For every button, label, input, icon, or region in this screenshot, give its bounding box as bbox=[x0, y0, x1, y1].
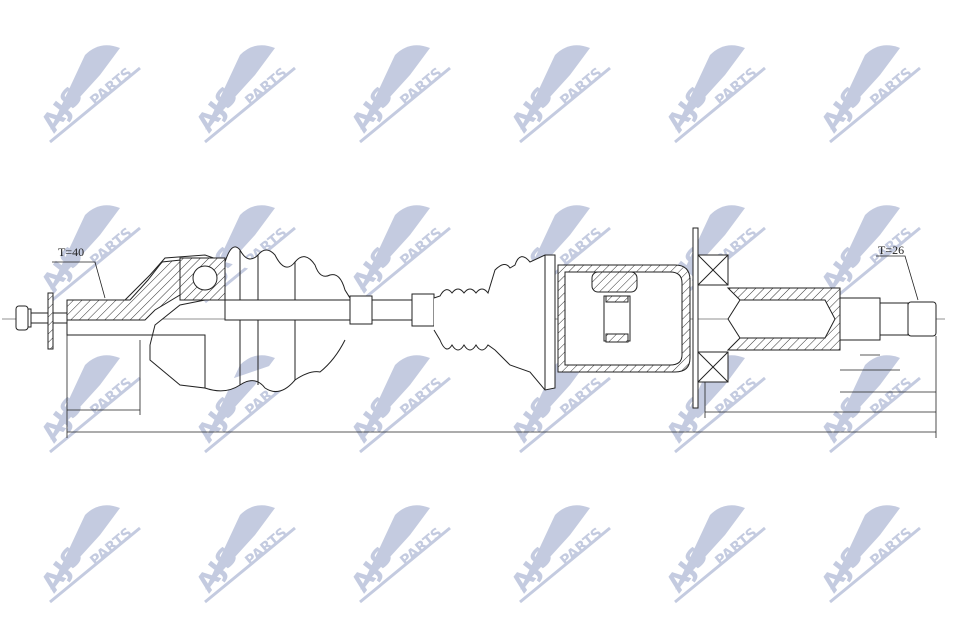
label-left-thread: T=40 bbox=[58, 245, 84, 259]
leader-right bbox=[876, 255, 919, 301]
inner-boot bbox=[433, 254, 556, 391]
inner-cv-housing bbox=[557, 264, 691, 373]
outer-cv-joint bbox=[66, 254, 226, 389]
bearing-flange bbox=[692, 227, 729, 409]
dimension-lines bbox=[66, 335, 937, 438]
outer-boot bbox=[204, 246, 361, 393]
shaft-mid bbox=[371, 299, 413, 321]
bolt-icon bbox=[15, 292, 72, 350]
leader-left bbox=[52, 261, 106, 299]
stub-shaft bbox=[726, 287, 937, 351]
label-right-thread: T=26 bbox=[878, 243, 904, 257]
